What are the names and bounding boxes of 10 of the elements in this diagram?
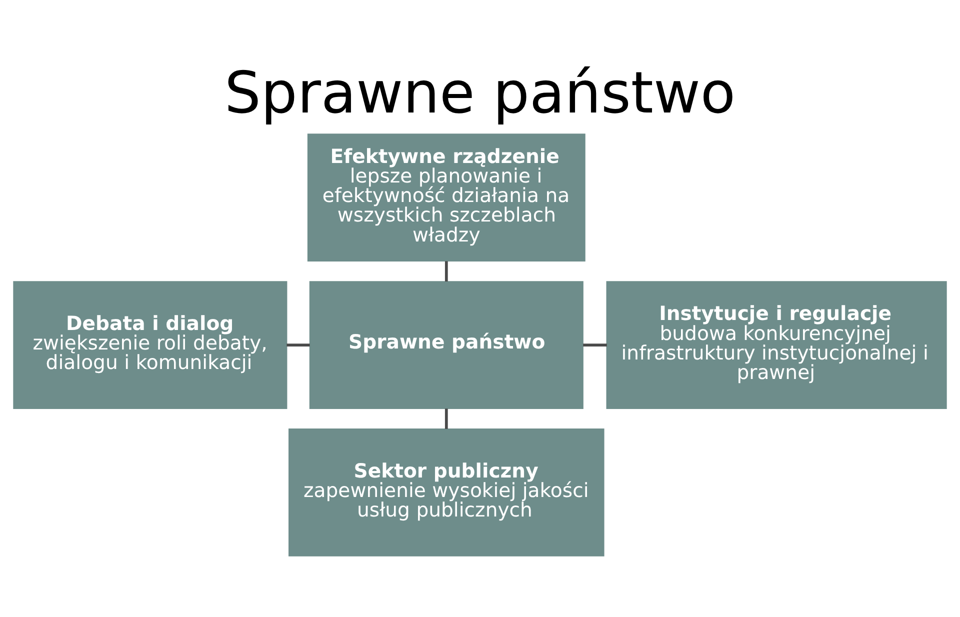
- node-box: Sektor publiczny zapewnienie wysokiej jakości usług publicznych: [288, 428, 604, 556]
- node-box: Efektywne rządzenie lepsze planowanie i efektywność działania na wszystkich szczeblach władzy: [307, 134, 586, 262]
- connector: [286, 344, 310, 346]
- node-box: Debata i dialog zwiększenie roli debaty, dialogu i komunikacji: [13, 281, 288, 409]
- diagram-title: Sprawne państwo: [224, 59, 736, 126]
- connector: [444, 408, 448, 429]
- connector: [444, 261, 448, 282]
- connector: [583, 344, 607, 346]
- node-box: Sprawne państwo: [309, 281, 584, 409]
- node-box: Instytucje i regulacje budowa konkurencyjnej infrastruktury instytucjonalnej i prawnej: [606, 281, 947, 409]
